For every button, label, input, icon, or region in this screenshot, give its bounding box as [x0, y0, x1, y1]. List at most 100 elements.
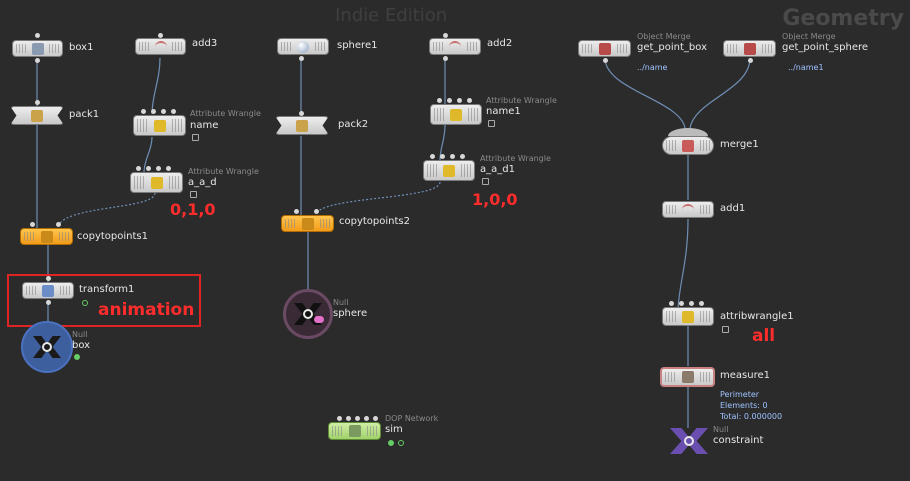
node-type: Attribute Wrangle [188, 167, 259, 176]
input-port[interactable] [689, 301, 694, 306]
node-body[interactable] [22, 282, 74, 299]
input-port[interactable] [35, 33, 40, 38]
input-port[interactable] [699, 301, 704, 306]
node-body[interactable] [430, 104, 482, 125]
output-port[interactable] [443, 56, 448, 61]
input-port[interactable] [373, 416, 378, 421]
node-body[interactable] [578, 40, 631, 57]
input-port[interactable] [443, 33, 448, 38]
null-node-body[interactable] [283, 289, 333, 339]
input-port[interactable] [56, 222, 61, 227]
input-port[interactable] [156, 166, 161, 171]
input-port[interactable] [294, 209, 299, 214]
node-label: sphere [333, 308, 368, 319]
input-port[interactable] [337, 416, 342, 421]
output-port[interactable] [46, 300, 51, 305]
input-port[interactable] [171, 109, 176, 114]
display-flag[interactable] [388, 440, 394, 446]
measure-icon [681, 371, 694, 383]
input-port[interactable] [440, 154, 445, 159]
output-port[interactable] [603, 58, 608, 63]
node-body[interactable] [20, 228, 73, 245]
node-body[interactable] [662, 201, 714, 218]
input-port[interactable] [467, 98, 472, 103]
node-body[interactable] [328, 422, 381, 440]
input-port[interactable] [136, 166, 141, 171]
node-body[interactable] [660, 367, 715, 387]
node-label: copytopoints1 [77, 231, 148, 242]
annotation-animation: animation [98, 300, 195, 320]
node-body[interactable] [133, 115, 186, 136]
transform-icon [42, 284, 54, 297]
input-port[interactable] [146, 166, 151, 171]
display-flag[interactable] [74, 354, 80, 360]
input-port[interactable] [161, 109, 166, 114]
node-body[interactable] [277, 38, 329, 55]
input-port[interactable] [457, 98, 462, 103]
node-label: merge1 [720, 139, 759, 150]
node-body[interactable] [10, 106, 64, 125]
node-label: copytopoints2 [339, 216, 410, 227]
node-label: box1 [69, 42, 94, 53]
node-label: add1 [720, 203, 746, 214]
input-port[interactable] [166, 166, 171, 171]
node-body[interactable] [130, 172, 183, 193]
null-ring-icon [684, 436, 694, 446]
node-label: box [72, 340, 91, 351]
node-type: Null [72, 330, 88, 339]
node-label: a_a_d1 [480, 164, 515, 175]
curve-icon [449, 40, 461, 55]
node-label: a_a_d [188, 177, 217, 188]
node-body[interactable] [135, 38, 186, 55]
wrangle-icon [150, 176, 163, 189]
node-path-info: ../name1 [788, 63, 824, 72]
input-port[interactable] [679, 301, 684, 306]
input-port[interactable] [30, 222, 35, 227]
node-body[interactable] [281, 215, 334, 232]
node-label: sphere1 [337, 40, 378, 51]
node-body[interactable] [423, 160, 475, 181]
null-node-body[interactable] [670, 428, 708, 454]
node-label: add3 [192, 38, 218, 49]
wrangle-icon [443, 164, 455, 177]
input-port[interactable] [141, 109, 146, 114]
input-port[interactable] [450, 154, 455, 159]
input-port[interactable] [46, 276, 51, 281]
output-port[interactable] [35, 58, 40, 63]
input-port[interactable] [299, 111, 304, 116]
input-port[interactable] [364, 416, 369, 421]
annotation-highlight-box [7, 274, 201, 327]
node-body[interactable] [429, 38, 481, 55]
input-port[interactable] [460, 154, 465, 159]
node-body[interactable] [662, 136, 714, 155]
display-flag[interactable] [82, 300, 88, 306]
pack-icon [31, 109, 43, 122]
render-flag[interactable] [398, 440, 404, 446]
node-label: add2 [487, 38, 513, 49]
output-port[interactable] [748, 58, 753, 63]
node-body[interactable] [275, 116, 329, 135]
input-port[interactable] [447, 98, 452, 103]
input-port[interactable] [437, 98, 442, 103]
input-port[interactable] [430, 154, 435, 159]
copy-icon [301, 217, 314, 230]
node-body[interactable] [12, 40, 63, 57]
object-merge-icon [743, 42, 756, 55]
output-port[interactable] [299, 56, 304, 61]
template-flag-icon [314, 316, 324, 323]
input-port[interactable] [355, 416, 360, 421]
node-type: Null [333, 298, 349, 307]
lock-icon [722, 326, 729, 333]
input-port[interactable] [151, 109, 156, 114]
input-port[interactable] [158, 33, 163, 38]
merge-input-bar[interactable] [668, 128, 708, 136]
input-port[interactable] [35, 100, 40, 105]
input-port[interactable] [346, 416, 351, 421]
node-body[interactable] [723, 40, 776, 57]
node-body[interactable] [662, 307, 714, 326]
null-node-body[interactable] [21, 321, 73, 373]
input-port[interactable] [669, 301, 674, 306]
lock-icon [192, 134, 199, 141]
info-line: Elements: 0 [720, 401, 768, 410]
input-port[interactable] [314, 209, 319, 214]
